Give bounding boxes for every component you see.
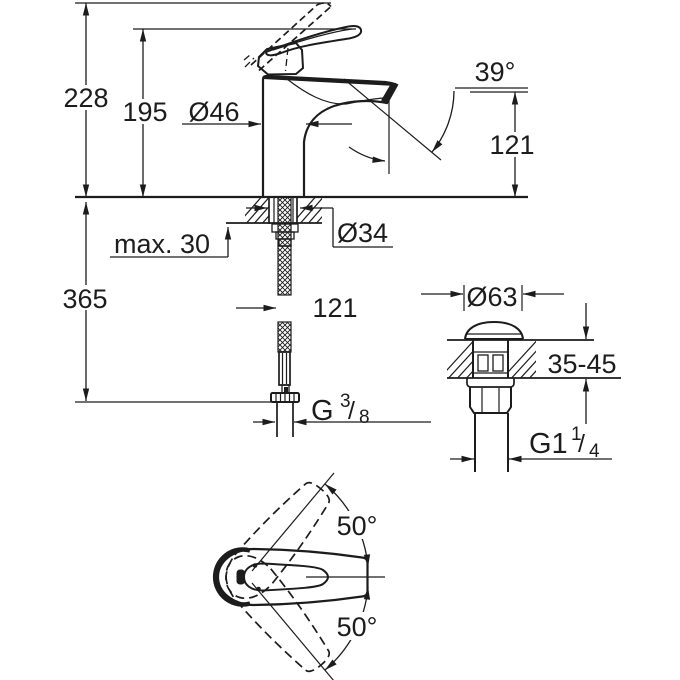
dim-hose-reach-label: 365 (62, 284, 107, 314)
supply-thread-denominator: 8 (359, 407, 370, 428)
dim-hose-length-label: 121 (312, 293, 357, 323)
lever-blade-inner-line (272, 28, 353, 51)
dim-swing-down-label: 50° (337, 612, 378, 642)
lever-top-view: 50° 50° (212, 472, 385, 680)
dimension-max-thickness: max. 30 (110, 227, 232, 259)
dimension-supply-thread: G 3 / 8 (253, 391, 431, 428)
faucet-body-top-edge (262, 76, 397, 86)
dimension-overall-height: 228 (61, 2, 331, 197)
dimension-body-diameter: Ø46 (182, 97, 352, 128)
supply-thread-slash: / (348, 397, 355, 425)
dimension-swing-up: 50° (331, 511, 384, 541)
lever-dot-bottom (256, 586, 261, 592)
dim-overall-height-label: 228 (63, 83, 108, 113)
dim-lever-height-label: 195 (122, 97, 167, 127)
dim-body-diameter-label: Ø46 (188, 97, 239, 127)
dim-spout-height-label: 121 (489, 130, 534, 160)
dimension-drain-thread: G1 1 / 4 (450, 424, 612, 463)
spout-inner-curve (286, 78, 384, 105)
lever-dot-top (252, 563, 258, 568)
drain-cap-dome (464, 320, 524, 340)
dimension-shank-diameter: Ø34 (246, 204, 393, 248)
lever-neck-hidden-line (284, 47, 289, 72)
drain-thread-denominator: 4 (589, 441, 600, 462)
dim-max-thickness-label: max. 30 (114, 229, 210, 259)
lever-raised-dashed (243, 2, 332, 72)
dimension-flange-diameter: Ø63 (421, 282, 564, 312)
faucet-body-outline (261, 74, 399, 197)
dim-spout-angle-label: 39° (475, 57, 516, 87)
drain-thread-slash: / (578, 430, 585, 458)
lever-slot (236, 569, 245, 585)
drain-thread-prefix: G1 (529, 428, 568, 460)
dimension-spout-height: 121 (489, 92, 537, 197)
supply-hose (270, 245, 300, 437)
dimension-deck-range: 35-45 (547, 303, 617, 424)
faucet-side-view (75, 2, 528, 437)
dim-deck-range-label: 35-45 (547, 349, 616, 379)
drain-thread-numerator: 1 (571, 424, 582, 445)
dimension-lever-height: 195 (121, 28, 356, 197)
drain-nut (469, 387, 512, 414)
dim-swing-up-label: 50° (337, 511, 378, 541)
spout-angle-construction (343, 78, 455, 174)
supply-thread-numerator: 3 (340, 391, 351, 412)
lever-cap-crescent (212, 547, 251, 607)
dimension-hose-length: 121 (236, 293, 358, 323)
dimension-hose-reach: 365 (61, 202, 272, 403)
supply-thread-prefix: G (311, 395, 334, 427)
dim-shank-diameter-label: Ø34 (337, 218, 388, 248)
mounting-shank (268, 196, 299, 247)
dimension-spout-angle: 39° (455, 57, 528, 93)
drain-body (472, 340, 509, 378)
drain-flange (466, 378, 515, 388)
aerator (381, 83, 397, 103)
dimension-swing-down: 50° (331, 612, 384, 642)
dim-flange-diameter-label: Ø63 (466, 282, 517, 312)
lever-blade (264, 25, 363, 57)
